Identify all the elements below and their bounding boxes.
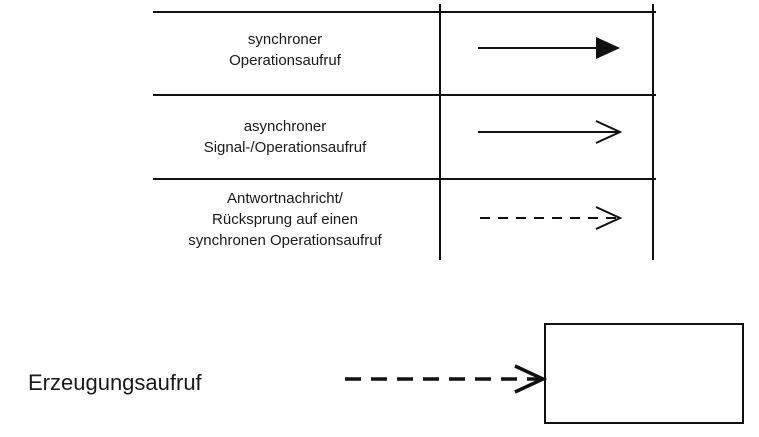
reply-message-label: Antwortnachricht/ Rücksprung auf einen s… xyxy=(140,188,430,251)
row-divider xyxy=(153,178,656,180)
async-call-label-line: asynchroner xyxy=(243,118,327,135)
dashed-arrow-open-head-icon xyxy=(345,364,548,394)
sync-call-label: synchroner Operationsaufruf xyxy=(140,29,430,71)
table-top-border xyxy=(153,11,656,13)
solid-arrow-filled-head-icon xyxy=(478,37,620,59)
sync-call-label-line: Operationsaufruf xyxy=(229,52,341,69)
async-call-label-line: Signal-/Operationsaufruf xyxy=(203,139,367,156)
sync-call-label-line: synchroner xyxy=(247,31,323,48)
reply-message-label-line: Rücksprung auf einen xyxy=(212,211,358,228)
column-divider xyxy=(439,4,441,260)
dashed-arrow-open-head-icon xyxy=(480,206,623,230)
async-call-label: asynchroner Signal-/Operationsaufruf xyxy=(140,116,430,158)
reply-message-label-line: synchronen Operationsaufruf xyxy=(188,232,382,249)
creation-call-label: Erzeugungsaufruf xyxy=(28,370,202,395)
row-divider xyxy=(153,94,656,96)
object-box-icon xyxy=(544,323,744,424)
reply-message-label-line: Antwortnachricht/ xyxy=(227,190,343,207)
table-right-border xyxy=(652,4,654,260)
solid-arrow-open-head-icon xyxy=(478,120,623,144)
